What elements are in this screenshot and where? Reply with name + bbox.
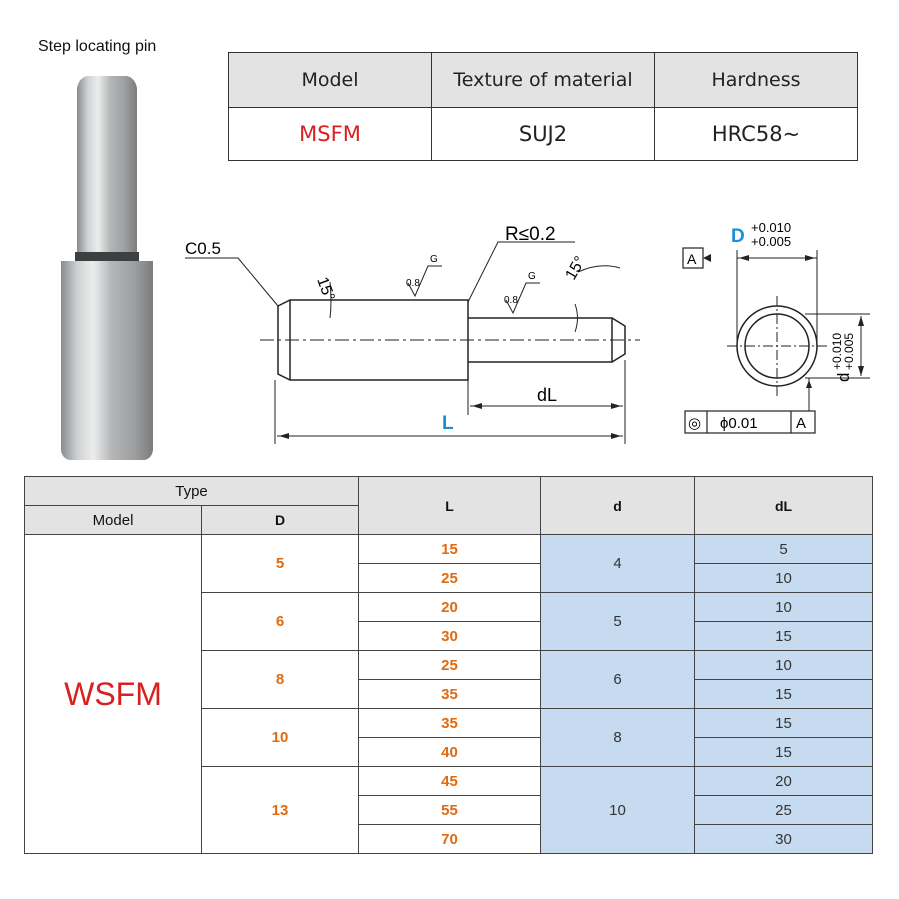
header-D: D <box>201 505 359 535</box>
table-row: 35 15 <box>25 679 873 709</box>
page-title: Step locating pin <box>38 38 157 55</box>
header-L: L <box>358 476 541 535</box>
L-cell: 45 <box>358 766 541 796</box>
spec-model-value: MSFM <box>228 107 432 161</box>
angle-right-label: 15° <box>562 254 589 283</box>
D-cell: 10 <box>201 708 359 767</box>
header-type: Type <box>24 476 359 506</box>
dim-dL-label: dL <box>537 385 557 405</box>
model-cell: WSFM <box>24 534 202 854</box>
tol-D-lower: +0.005 <box>751 234 791 249</box>
d-cell: 6 <box>540 650 695 709</box>
dim-D-label: D <box>731 226 745 247</box>
roughness-1-g: G <box>430 254 438 265</box>
table-row: 10 35 8 15 <box>25 708 873 767</box>
concentricity-frame <box>684 410 816 434</box>
L-cell: 25 <box>358 563 541 593</box>
tol-d-lower: +0.005 <box>842 333 856 370</box>
table-row: 8 25 6 10 <box>25 650 873 709</box>
pin-photo <box>61 76 153 460</box>
dL-cell: 20 <box>694 766 873 796</box>
dim-d-label: d <box>834 373 853 382</box>
L-cell: 35 <box>358 708 541 738</box>
tol-D-upper: +0.010 <box>751 220 791 235</box>
dL-cell: 10 <box>694 563 873 593</box>
roughness-1-label: 0.8 <box>406 278 420 289</box>
table-row: 55 25 <box>25 795 873 825</box>
header-model: Model <box>24 505 202 535</box>
L-cell: 70 <box>358 824 541 854</box>
header-d: d <box>540 476 695 535</box>
dL-cell: 10 <box>694 650 873 680</box>
L-cell: 30 <box>358 621 541 651</box>
D-cell: 6 <box>201 592 359 651</box>
chamfer-label: C0.5 <box>185 239 221 258</box>
dL-cell: 15 <box>694 737 873 767</box>
d-cell: 10 <box>540 766 695 854</box>
L-cell: 15 <box>358 534 541 564</box>
radius-label: R≤0.2 <box>505 224 556 245</box>
spec-hardness-value: HRC58~ <box>654 107 858 161</box>
L-cell: 55 <box>358 795 541 825</box>
header-dL: dL <box>694 476 873 535</box>
angle-left-label: 15° <box>313 275 337 304</box>
D-cell: 5 <box>201 534 359 593</box>
D-cell: 13 <box>201 766 359 854</box>
dimension-table: Type L d dL Model D WSFM 5 15 4 5 25 10 … <box>24 476 873 854</box>
d-cell: 4 <box>540 534 695 593</box>
D-cell: 8 <box>201 650 359 709</box>
dL-cell: 15 <box>694 621 873 651</box>
spec-table: Model Texture of material Hardness MSFM … <box>228 52 858 161</box>
concentricity-datum: A <box>796 415 806 432</box>
roughness-2-label: 0.8 <box>504 295 518 306</box>
table-row: 25 10 <box>25 563 873 593</box>
pin-small-diameter <box>77 76 137 254</box>
side-view-drawing: C0.5 R≤0.2 15° 15° 0.8 G 0.8 G dL L <box>185 224 640 444</box>
L-cell: 40 <box>358 737 541 767</box>
tol-d-upper: +0.010 <box>830 333 844 370</box>
table-row: 40 15 <box>25 737 873 767</box>
table-row: 13 45 10 20 <box>25 766 873 854</box>
datum-label: A <box>687 251 697 267</box>
spec-header-model: Model <box>228 52 432 108</box>
dim-L-label: L <box>442 413 454 434</box>
L-cell: 25 <box>358 650 541 680</box>
dL-cell: 5 <box>694 534 873 564</box>
table-row: WSFM 5 15 4 5 <box>24 534 873 854</box>
table-row: 70 30 <box>25 824 873 854</box>
dL-cell: 30 <box>694 824 873 854</box>
spec-header-hardness: Hardness <box>654 52 858 108</box>
concentricity-value: ϕ0.01 <box>720 415 758 432</box>
dL-cell: 15 <box>694 708 873 738</box>
spec-material-value: SUJ2 <box>431 107 655 161</box>
pin-large-diameter <box>61 261 153 460</box>
L-cell: 20 <box>358 592 541 622</box>
dL-cell: 15 <box>694 679 873 709</box>
spec-header-material: Texture of material <box>431 52 655 108</box>
d-cell: 8 <box>540 708 695 767</box>
pin-step-groove <box>75 252 139 261</box>
concentricity-icon: ◎ <box>688 415 701 432</box>
dL-cell: 10 <box>694 592 873 622</box>
table-row: 30 15 <box>25 621 873 651</box>
dL-cell: 25 <box>694 795 873 825</box>
L-cell: 35 <box>358 679 541 709</box>
d-cell: 5 <box>540 592 695 651</box>
roughness-2-g: G <box>528 271 536 282</box>
end-view-drawing: A D +0.010 +0.005 d +0.010 +0.005 ◎ ϕ0.0… <box>682 220 870 434</box>
